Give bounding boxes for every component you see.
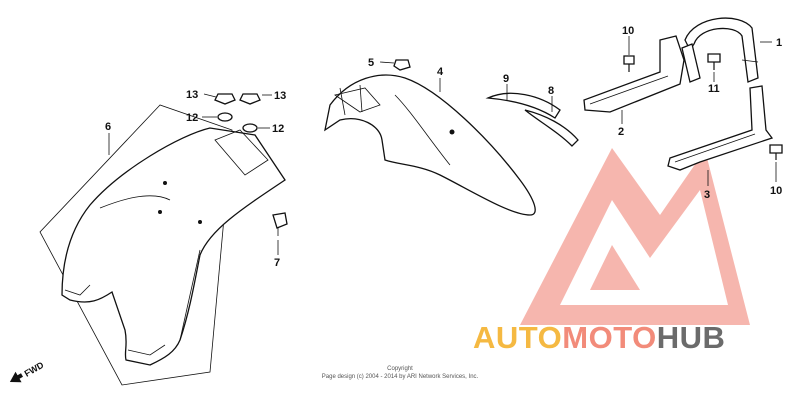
fwd-label: FWD [23,360,46,379]
fwd-arrow: FWD [9,360,46,383]
callout-4: 4 [437,66,444,78]
callout-8: 8 [548,85,554,97]
rear-fender-inner [39,104,286,386]
watermark-wordmark: AUTOMOTOHUB [473,320,725,355]
callout-10-right: 10 [770,185,782,197]
copyright-line2: Page design (c) 2004 - 2014 by ARI Netwo… [322,374,479,380]
bracket-2 [583,35,685,113]
callout-12-right: 12 [272,123,284,135]
nut-13-right [239,93,261,105]
watermark-moto: MOTO [562,320,656,355]
callout-2: 2 [618,126,624,138]
bolt-5 [393,59,411,71]
plate-8 [524,109,579,147]
callout-7: 7 [274,257,280,269]
bolt-10-right [769,144,783,160]
washer-12-left [217,112,233,122]
callout-13-right: 13 [274,90,286,102]
washer-12-right [242,123,258,133]
callout-6: 6 [105,121,111,133]
watermark-logo-triangle [520,148,750,325]
callout-10-top: 10 [622,25,634,37]
nut-13-left [214,93,236,105]
leader-lines [108,36,777,255]
callout-5: 5 [368,57,374,69]
watermark-auto: AUTO [473,320,562,355]
callout-9: 9 [503,73,509,85]
callout-3: 3 [704,189,710,201]
copyright-line1: Copyright [387,366,413,372]
callout-13-left: 13 [186,89,198,101]
grab-rail-1 [681,17,759,83]
plate-9 [485,92,561,119]
bracket-3 [667,85,774,171]
callout-1: 1 [776,37,782,49]
clip-7 [272,212,288,236]
callout-12-left: 12 [186,112,198,124]
bolt-10-top [623,55,635,72]
rear-fender-outer [324,74,536,216]
watermark-hub: HUB [657,320,726,355]
screw-11 [707,53,721,70]
callout-11: 11 [708,83,720,95]
